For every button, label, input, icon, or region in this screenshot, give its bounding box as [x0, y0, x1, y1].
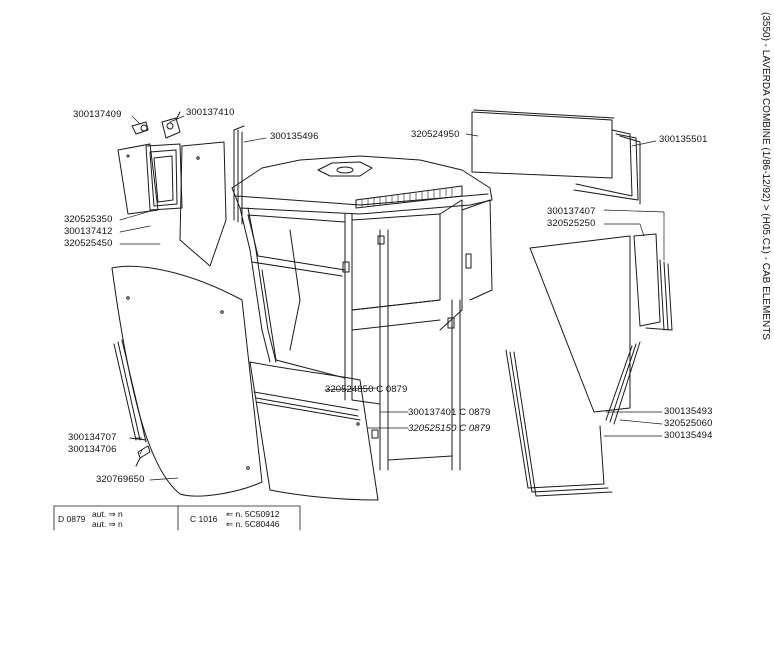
legend-right-code: C 1016 — [190, 514, 218, 524]
part-label-300137412: 300137412 — [64, 226, 113, 237]
part-label-300135496: 300135496 — [270, 131, 319, 142]
legend-frame — [53, 505, 301, 531]
left-door-glass — [111, 265, 263, 497]
part-label-320524850: 320524850 C 0879 — [325, 384, 408, 395]
cab-frame — [231, 155, 493, 471]
part-label-320769650: 320769650 — [96, 474, 145, 485]
legend-right-line1: ⇐ n. 5C50912 — [226, 509, 280, 519]
legend-left-line2: aut. ⇒ n — [92, 519, 123, 529]
part-label-300137401: 300137401 C 0879 — [408, 407, 491, 418]
part-label-300134707: 300134707 — [68, 432, 117, 443]
page-title-text: (3550) - LAVERDA COMBINE (1/86-12/92) > … — [760, 12, 771, 340]
leader-lines — [119, 115, 665, 481]
part-label-300135493: 300135493 — [664, 406, 713, 417]
rear-glass-panel — [249, 361, 379, 501]
part-label-300135494: 300135494 — [664, 430, 713, 441]
part-label-300137409: 300137409 — [73, 109, 122, 120]
part-label-300137407: 300137407 — [547, 206, 596, 217]
part-label-320525450: 320525450 — [64, 238, 113, 249]
part-label-320525060: 320525060 — [664, 418, 713, 429]
part-label-300137410: 300137410 — [186, 107, 235, 118]
part-label-320525350: 320525350 — [64, 214, 113, 225]
left-seal-strips — [113, 339, 151, 467]
part-label-320525250: 320525250 — [547, 218, 596, 229]
part-label-300134706: 300134706 — [68, 444, 117, 455]
upper-left-window — [117, 141, 227, 267]
upper-right-panel — [471, 109, 641, 205]
legend-left-code: D 0879 — [58, 514, 86, 524]
legend-right-line2: ⇐ n. 5C80446 — [226, 519, 280, 529]
page-title: (3550) - LAVERDA COMBINE (1/86-12/92) > … — [757, 12, 771, 392]
seal-strip-300135496 — [233, 125, 245, 225]
bracket-parts — [131, 111, 181, 139]
part-label-320525150: 320525150 C 0879 — [408, 423, 491, 434]
part-label-320524950: 320524950 — [411, 129, 460, 140]
legend-left-line1: aut. ⇒ n — [92, 509, 123, 519]
right-side-glass — [505, 233, 673, 497]
part-label-300135501: 300135501 — [659, 134, 708, 145]
